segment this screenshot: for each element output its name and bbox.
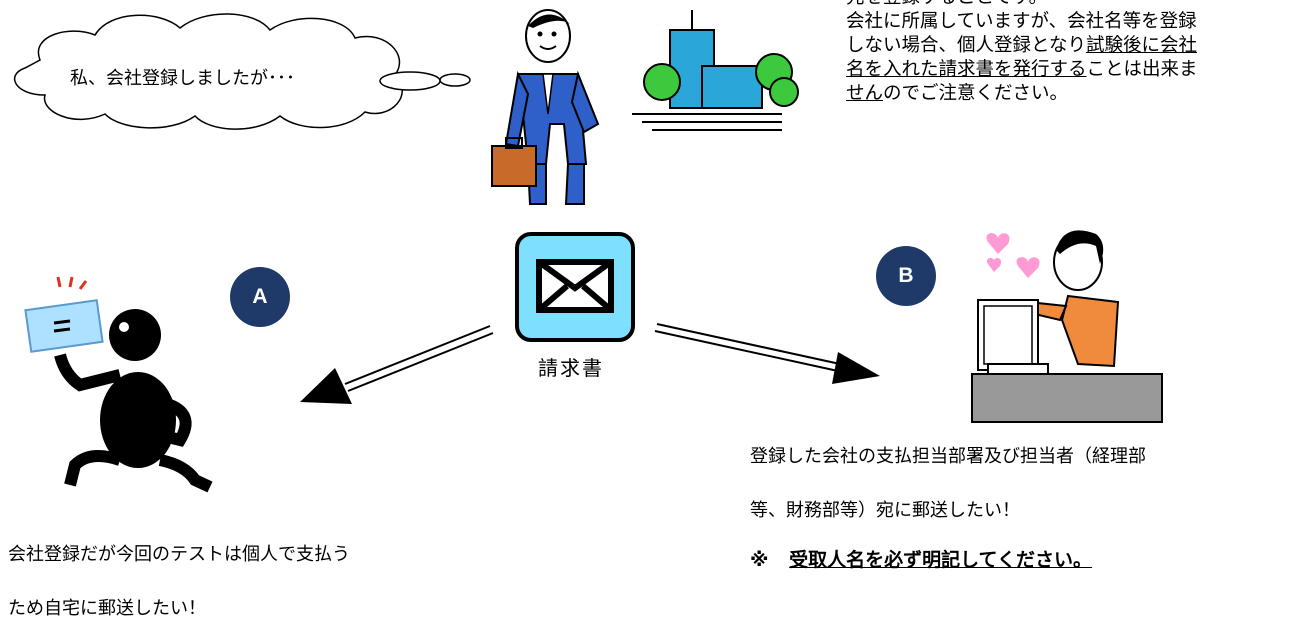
note-line-4-plain: のでご注意ください。 xyxy=(883,83,1069,104)
option-b-caption-line-2: 等、財務部等）宛に郵送したい！ xyxy=(750,500,1020,521)
envelope-icon xyxy=(515,232,635,342)
note-line-4: せんのでご注意ください。 xyxy=(846,82,1298,106)
thought-text: 私、会社登録しましたが･･･ xyxy=(70,68,295,89)
arrow-to-b xyxy=(654,323,880,384)
note-line-2: しない場合、個人登録となり試験後に会社 xyxy=(846,34,1298,58)
option-a-caption-line-2: ため自宅に郵送したい！ xyxy=(8,598,206,619)
envelope-label: 請求書 xyxy=(538,356,604,380)
building-icon xyxy=(632,10,799,131)
option-b-badge: B xyxy=(876,246,936,306)
note-line-3-plain: ことは出来ま xyxy=(1086,59,1198,80)
person-b-icon xyxy=(971,230,1163,423)
person-a-icon xyxy=(24,276,213,493)
note-line-3-underlined: 名を入れた請求書を発行する xyxy=(846,59,1087,80)
note-line-1: 会社に所属していますが、会社名等を登録 xyxy=(846,11,1197,32)
option-b-caption: 登録した会社の支払担当部署及び担当者（経理部 等、財務部等）宛に郵送したい！ xyxy=(750,430,1300,538)
option-b-caption-line-1: 登録した会社の支払担当部署及び担当者（経理部 xyxy=(750,446,1146,467)
businessman-icon xyxy=(491,9,600,205)
note-line-4-underlined: せん xyxy=(846,83,884,104)
arrow-to-a xyxy=(300,325,494,404)
option-a-caption-line-1: 会社登録だが今回のテストは個人で支払う xyxy=(8,544,350,565)
note-line-0: 先を登録することです。 xyxy=(846,0,1298,10)
warning-text: 受取人名を必ず明記してください。 xyxy=(789,549,1092,571)
registration-note: 先を登録することです。 会社に所属していますが、会社名等を登録 しない場合、個人… xyxy=(846,0,1298,106)
note-line-2-underlined: 試験後に会社 xyxy=(1085,35,1197,56)
thought-cloud xyxy=(13,13,471,130)
warning-mark: ※ xyxy=(750,549,769,571)
note-line-2-plain: しない場合、個人登録となり xyxy=(846,35,1086,56)
option-a-caption: 会社登録だが今回のテストは個人で支払う ため自宅に郵送したい！ xyxy=(8,528,528,636)
option-b-warning: ※ 受取人名を必ず明記してください。 xyxy=(750,545,1092,572)
option-a-badge: A xyxy=(230,267,290,327)
note-line-3: 名を入れた請求書を発行することは出来ま xyxy=(846,58,1298,82)
